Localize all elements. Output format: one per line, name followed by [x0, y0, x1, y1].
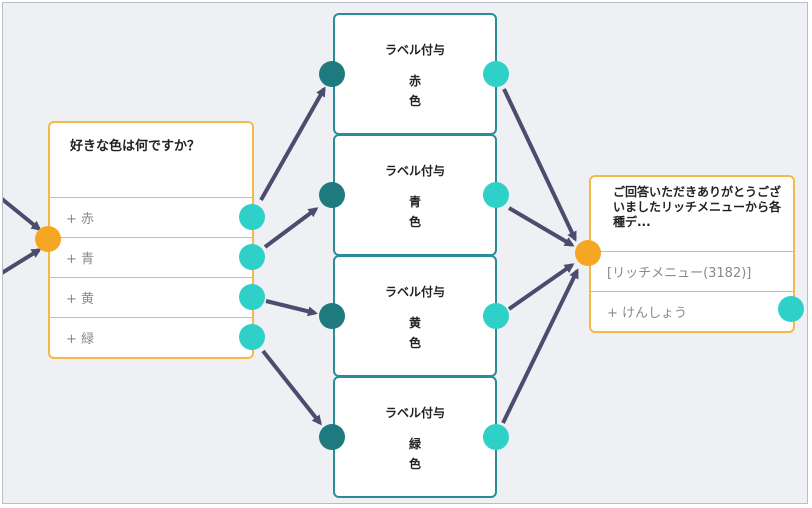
choice-red-output-port[interactable] [239, 204, 265, 230]
question-title: 好きな色は何ですか？ [70, 139, 201, 154]
label-node-yellow[interactable]: ラベル付与 黄 色 [333, 255, 497, 377]
connections [3, 86, 579, 426]
label-value-line2: 色 [408, 336, 421, 350]
choice-blue-output-port[interactable] [239, 244, 265, 270]
choice-yellow[interactable]: + 黄 [50, 277, 252, 317]
label-node-value: 青 色 [335, 192, 495, 232]
label-node-title: ラベル付与 [384, 43, 445, 57]
label-node-value: 黄 色 [335, 313, 495, 353]
edge-label2-to-response [507, 206, 575, 247]
question-input-port[interactable] [35, 226, 61, 252]
choice-yellow-output-port[interactable] [239, 284, 265, 310]
rich-menu-row[interactable]: [リッチメニュー(3182)] [591, 251, 793, 291]
label-node-green[interactable]: ラベル付与 緑 色 [333, 376, 497, 498]
choice-label: + 黄 [66, 292, 95, 307]
label-value-line1: 緑 [408, 437, 421, 451]
label-node-blue[interactable]: ラベル付与 青 色 [333, 134, 497, 256]
label-node-title: ラベル付与 [384, 406, 445, 420]
choice-blue[interactable]: + 青 [50, 237, 252, 277]
response-choice[interactable]: + けんしょう [591, 291, 793, 331]
edge-red-to-label [259, 86, 326, 201]
choice-green-output-port[interactable] [239, 324, 265, 350]
choice-label: + 緑 [66, 332, 95, 347]
edge-yellow-to-label [265, 299, 318, 317]
label-blue-output-port[interactable] [483, 182, 509, 208]
response-choice-label: + けんしょう [607, 306, 688, 321]
response-node[interactable]: ご回答いただきありがとうございましたリッチメニューから各種デ... [リッチメニ… [589, 175, 795, 333]
label-value-line1: 青 [408, 195, 421, 209]
label-node-value: 赤 色 [335, 71, 495, 111]
label-node-title: ラベル付与 [384, 164, 445, 178]
label-value-line1: 黄 [408, 316, 421, 330]
response-input-port[interactable] [575, 240, 601, 266]
label-node-title: ラベル付与 [384, 285, 445, 299]
question-node[interactable]: 好きな色は何ですか？ + 赤 + 青 + 黄 + 緑 [48, 121, 254, 359]
edge-green-to-label [261, 349, 322, 426]
label-green-input-port[interactable] [319, 424, 345, 450]
edge-label3-to-response [507, 263, 575, 311]
label-blue-input-port[interactable] [319, 182, 345, 208]
edge-blue-to-label [263, 207, 319, 249]
label-value-line2: 色 [408, 94, 421, 108]
label-red-input-port[interactable] [319, 61, 345, 87]
label-green-output-port[interactable] [483, 424, 509, 450]
response-choice-output-port[interactable] [778, 296, 804, 322]
label-node-red[interactable]: ラベル付与 赤 色 [333, 13, 497, 135]
edge-label1-to-response [502, 88, 577, 242]
choice-label: + 青 [66, 252, 95, 267]
rich-menu-label: [リッチメニュー(3182)] [607, 266, 752, 281]
edge-label4-to-response [501, 268, 579, 424]
label-value-line1: 赤 [408, 74, 421, 88]
label-yellow-output-port[interactable] [483, 303, 509, 329]
label-value-line2: 色 [408, 457, 421, 471]
label-value-line2: 色 [408, 215, 421, 229]
choice-label: + 赤 [66, 212, 95, 227]
label-red-output-port[interactable] [483, 61, 509, 87]
label-yellow-input-port[interactable] [319, 303, 345, 329]
response-message: ご回答いただきありがとうございましたリッチメニューから各種デ... [613, 185, 782, 229]
incoming-edge-2 [3, 248, 42, 275]
incoming-edge-1 [3, 197, 42, 231]
choice-green[interactable]: + 緑 [50, 317, 252, 357]
label-node-value: 緑 色 [335, 434, 495, 474]
choice-red[interactable]: + 赤 [50, 197, 252, 237]
